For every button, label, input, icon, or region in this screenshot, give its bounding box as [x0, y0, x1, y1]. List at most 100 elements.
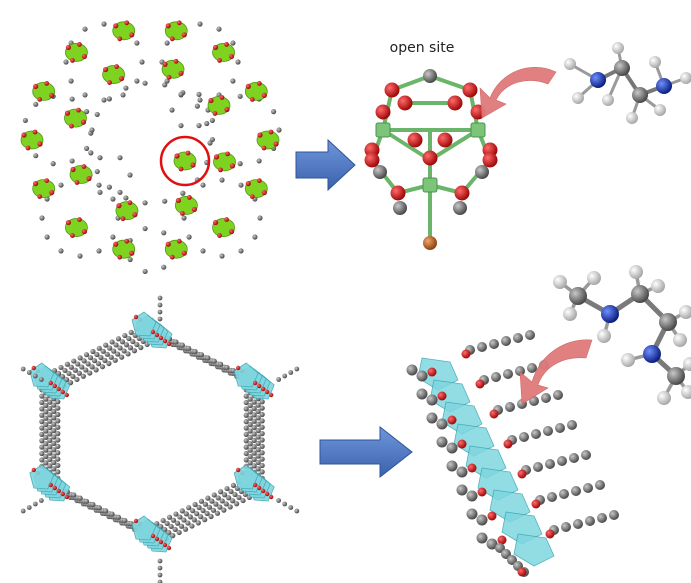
carbon-atom — [202, 517, 208, 523]
carbon-atom — [276, 377, 282, 382]
carbon-atom — [39, 431, 45, 437]
carbon-atom — [196, 504, 202, 511]
oxygen-atom — [454, 185, 470, 201]
oxygen-atom — [256, 485, 262, 491]
carbon-atom — [204, 510, 210, 517]
carbon-atom — [247, 447, 253, 453]
carbon-atom — [119, 339, 126, 345]
hydrogen-atom — [651, 279, 665, 293]
carbon-atom — [101, 97, 107, 103]
carbon-atom — [631, 285, 649, 303]
carbon-atom — [107, 345, 113, 351]
carbon-atom — [75, 361, 81, 367]
oxygen-atom — [224, 106, 230, 113]
metal-polyhedron — [29, 362, 55, 388]
carbon-atom — [271, 109, 277, 115]
carbon-atom — [55, 411, 61, 418]
carbon-atom — [47, 437, 53, 443]
carbon-atom — [215, 495, 221, 501]
carbon-atom — [162, 82, 168, 88]
carbon-atom — [491, 372, 501, 382]
oxygen-atom — [117, 36, 123, 42]
carbon-atom — [87, 370, 93, 376]
carbon-atom — [196, 91, 202, 98]
carbon-atom — [39, 393, 45, 399]
carbon-atom — [519, 432, 529, 442]
oxygen-atom — [224, 42, 229, 47]
oxygen-atom — [397, 95, 413, 111]
oxygen-atom — [390, 185, 406, 201]
carbon-atom — [255, 428, 261, 434]
carbon-atom — [170, 533, 176, 539]
oxygen-atom — [245, 180, 251, 187]
blue-arrow-bottom — [319, 425, 413, 479]
carbon-atom — [609, 510, 619, 520]
carbon-atom — [237, 93, 243, 99]
carbon-atom — [79, 364, 85, 370]
carbon-atom — [66, 370, 72, 377]
carbon-atom — [185, 520, 191, 526]
carbon-atom — [100, 348, 106, 354]
carbon-atom — [192, 348, 198, 355]
oxygen-atom — [169, 36, 175, 42]
carbon-atom — [416, 370, 428, 382]
carbon-atom — [138, 344, 144, 351]
carbon-atom — [81, 358, 87, 364]
oxygen-atom — [181, 32, 187, 38]
carbon-atom — [22, 117, 28, 124]
carbon-atom — [39, 438, 45, 444]
carbon-atom — [102, 357, 108, 364]
carbon-atom — [115, 351, 121, 357]
carbon-atom — [96, 345, 102, 351]
carbon-atom — [90, 501, 96, 508]
carbon-atom — [436, 418, 448, 430]
carbon-atom — [553, 390, 563, 400]
carbon-atom — [235, 59, 241, 65]
carbon-atom — [39, 412, 45, 418]
carbon-atom — [259, 437, 265, 443]
oxygen-atom — [150, 329, 156, 335]
carbon-atom — [134, 40, 140, 46]
oxygen-atom — [56, 488, 62, 494]
oxygen-atom — [375, 104, 391, 120]
oxygen-atom — [65, 44, 72, 51]
oxygen-atom — [252, 482, 258, 488]
hydrogen-atom — [649, 56, 661, 68]
oxygen-atom — [461, 349, 471, 359]
carbon-atom — [476, 532, 488, 544]
oxygen-atom — [503, 439, 513, 449]
oxygen-atom — [49, 92, 55, 99]
oxygen-atom — [175, 197, 181, 204]
carbon-atom — [178, 523, 185, 529]
oxygen-atom — [364, 152, 380, 168]
oxygen-atom — [256, 178, 262, 183]
carbon-atom — [573, 519, 583, 529]
carbon-atom — [93, 367, 99, 373]
carbon-atom — [614, 60, 630, 76]
carbon-atom — [94, 168, 100, 175]
oxygen-atom — [113, 241, 119, 247]
carbon-atom — [247, 434, 253, 440]
oxygen-atom — [166, 341, 172, 347]
carbon-atom — [259, 456, 265, 462]
carbon-atom — [55, 431, 61, 437]
carbon-atom — [47, 450, 53, 456]
carbon-atom — [179, 508, 185, 514]
carbon-atom — [567, 420, 577, 430]
carbon-atom — [97, 189, 103, 195]
carbon-atom — [585, 516, 595, 526]
carbon-atom — [466, 508, 478, 520]
oxygen-atom — [33, 180, 39, 187]
oxygen-atom — [81, 164, 87, 169]
carbon-atom — [39, 419, 45, 425]
carbon-atom — [178, 122, 184, 129]
carbon-atom — [477, 342, 487, 352]
carbon-atom — [172, 526, 178, 533]
oxygen-atom — [228, 228, 235, 235]
carbon-atom — [109, 511, 115, 517]
carbon-atom — [571, 486, 581, 496]
carbon-atom — [569, 453, 579, 463]
oxygen-atom — [179, 211, 185, 216]
carbon-atom — [226, 495, 232, 501]
carbon-atom — [43, 428, 49, 434]
